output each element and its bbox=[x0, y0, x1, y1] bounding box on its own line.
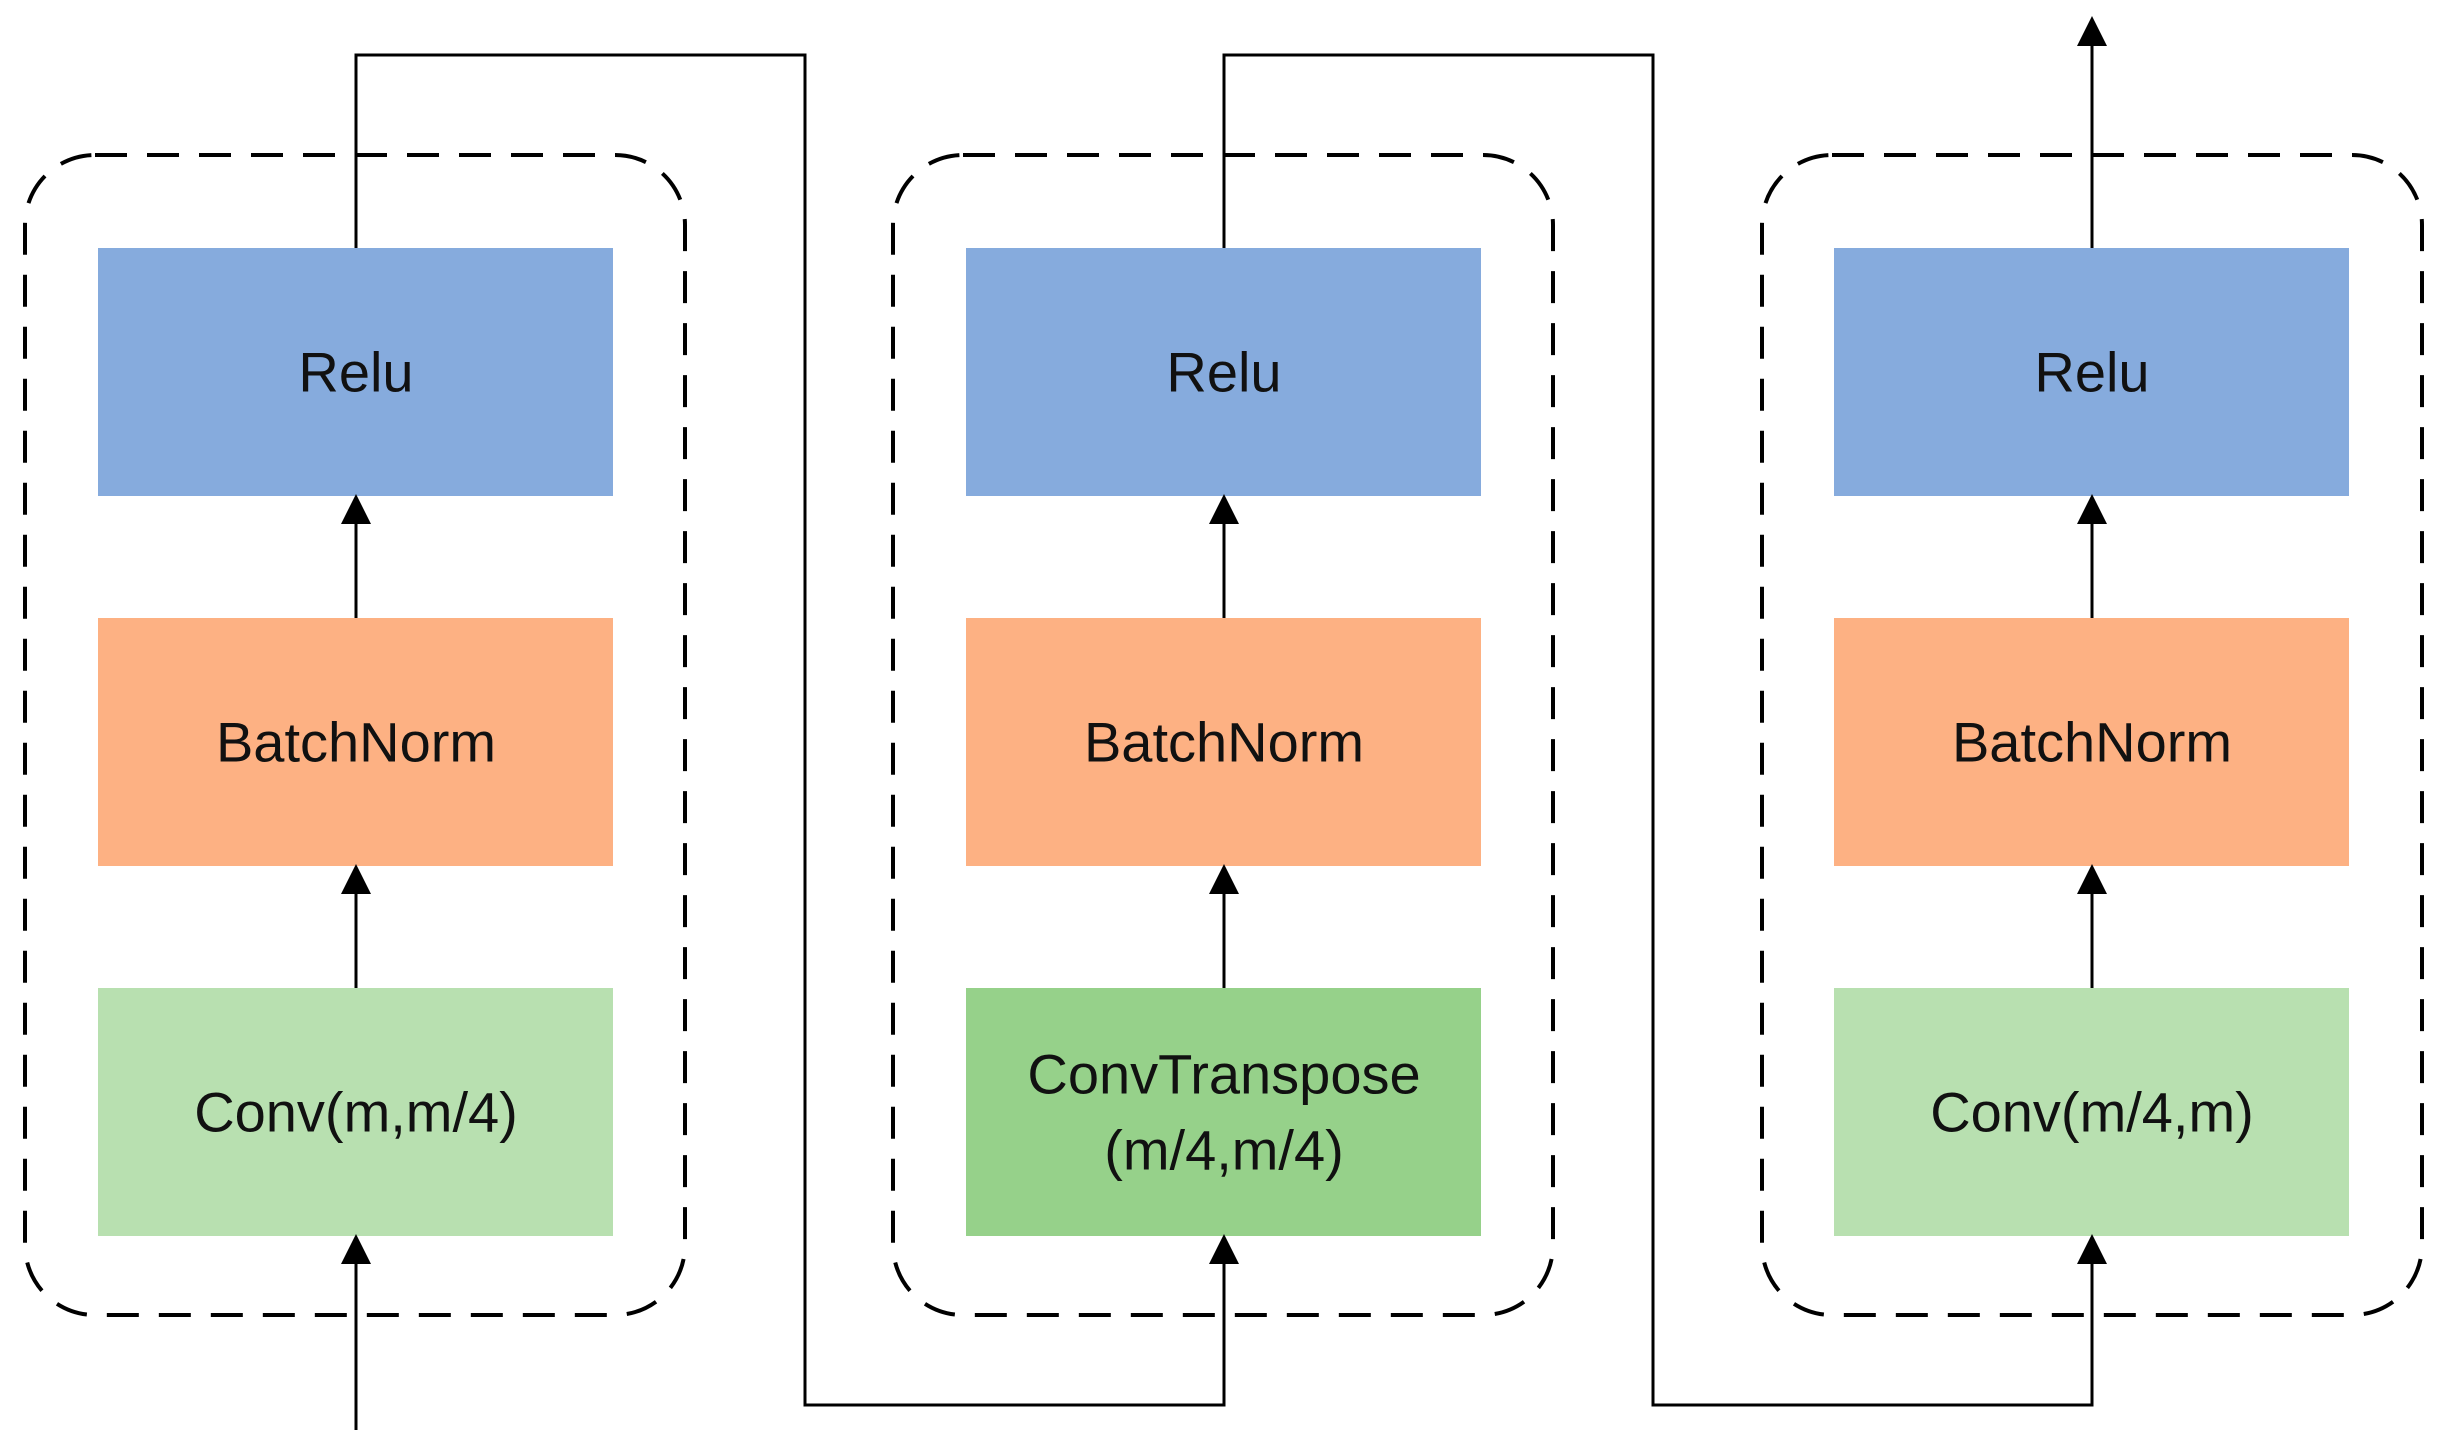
block-3-relu-label: Relu bbox=[2034, 341, 2149, 404]
block-2-to-block-3-connector bbox=[1222, 53, 2107, 1407]
block-2-batchnorm-box bbox=[966, 618, 1481, 866]
block-1-batchnorm-box bbox=[98, 618, 613, 866]
block-2-relu-box bbox=[966, 248, 1481, 496]
block-3-relu-box bbox=[1834, 248, 2349, 496]
block-3-conv-label: Conv(m/4,m) bbox=[1930, 1081, 2254, 1144]
block-1-to-block-2-connector bbox=[354, 53, 1239, 1407]
block-2-conv-transpose-label-line-2: (m/4,m/4) bbox=[1104, 1119, 1344, 1182]
block-2-batchnorm-label: BatchNorm bbox=[1084, 711, 1364, 774]
block-3-batchnorm-label: BatchNorm bbox=[1952, 711, 2232, 774]
block-2-conv-transpose-box bbox=[966, 988, 1481, 1236]
block-1-relu-label: Relu bbox=[298, 341, 413, 404]
block-1-batchnorm-label: BatchNorm bbox=[216, 711, 496, 774]
block-1-conv-label: Conv(m,m/4) bbox=[194, 1081, 518, 1144]
block-3-conv-box bbox=[1834, 988, 2349, 1236]
block-1-relu-box bbox=[98, 248, 613, 496]
block-1-conv-box bbox=[98, 988, 613, 1236]
block-2-relu-label: Relu bbox=[1166, 341, 1281, 404]
block-2-conv-transpose-label-line-1: ConvTranspose bbox=[1027, 1043, 1420, 1106]
block-3-batchnorm-box bbox=[1834, 618, 2349, 866]
